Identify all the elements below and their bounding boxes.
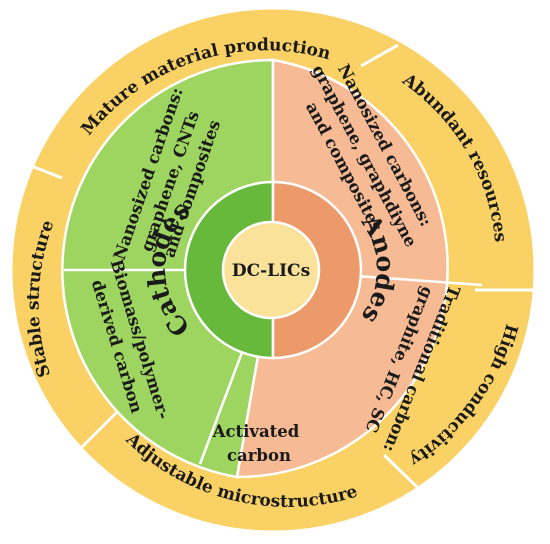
segment-line: carbon — [227, 446, 291, 465]
divider-left — [23, 161, 63, 180]
cathode-region — [61, 58, 275, 479]
divider-bottom-right — [382, 453, 420, 490]
divider-bottom-left — [80, 410, 119, 449]
cathode-segment-activated: Activated carbon — [212, 422, 300, 465]
segment-line: Activated — [212, 422, 300, 441]
outer-ring-dividers — [23, 43, 535, 490]
center-label: DC-LICs — [232, 261, 310, 281]
center-disc — [221, 220, 321, 320]
divider-top-right — [360, 43, 399, 68]
